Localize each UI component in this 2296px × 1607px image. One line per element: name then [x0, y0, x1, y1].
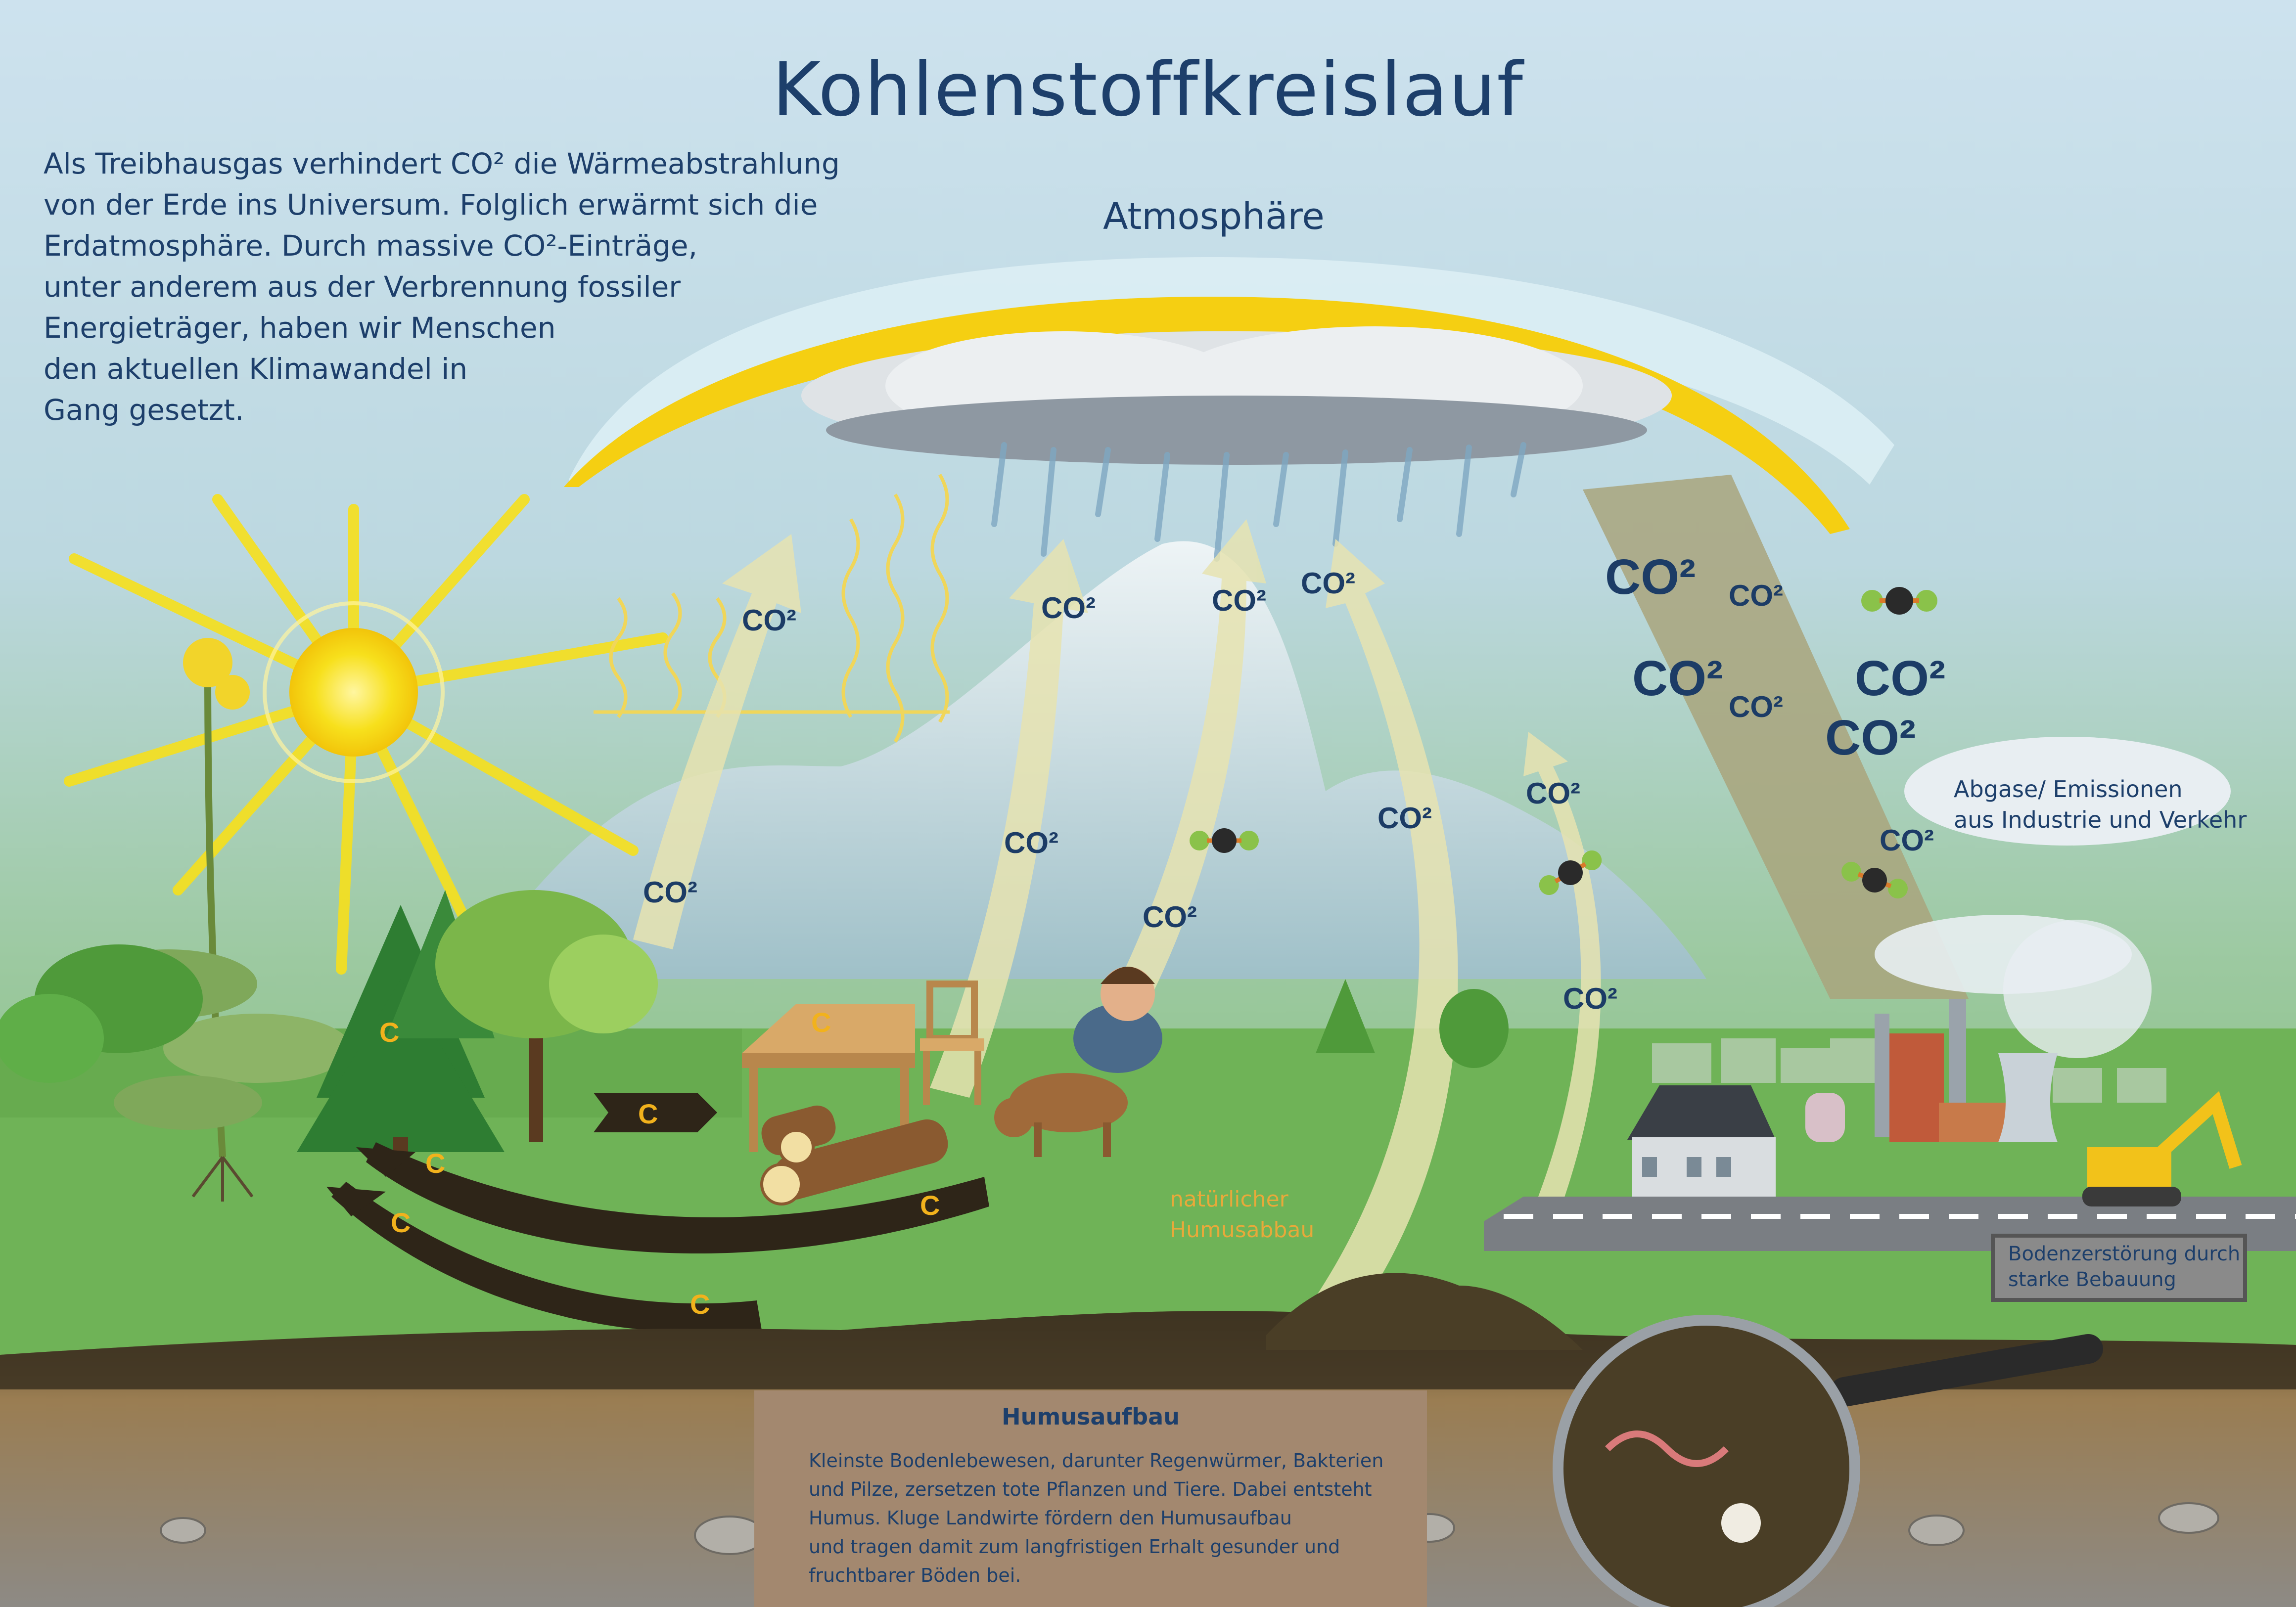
intro-line: von der Erde ins Universum. Folglich erw… — [44, 188, 818, 222]
table-and-chair — [742, 981, 984, 1152]
carbon-badge: C — [425, 1148, 446, 1179]
humus-buildup-panel — [754, 1390, 1427, 1607]
rain-cloud — [801, 326, 1672, 562]
bush — [0, 994, 104, 1083]
co2-label: CO² — [1212, 584, 1266, 617]
intro-line: Energieträger, haben wir Menschen — [44, 311, 556, 345]
co2-label-large: CO² — [1605, 549, 1696, 605]
co2-label: CO² — [1143, 900, 1197, 934]
co2-label: CO² — [1004, 826, 1058, 859]
page-title: Kohlenstoffkreislauf — [772, 47, 1524, 133]
emissions-line: aus Industrie und Verkehr — [1954, 806, 2247, 833]
co2-label: CO² — [1378, 802, 1432, 835]
humus-breakdown-line: natürlicher — [1170, 1187, 1288, 1212]
carbon-arrows — [326, 1093, 989, 1333]
intro-line: unter anderem aus der Verbrennung fossil… — [44, 270, 681, 304]
deciduous-tree — [435, 890, 658, 1142]
soil-destruction-line: Bodenzerstörung durch — [2008, 1243, 2241, 1265]
distant-tree — [1439, 989, 1509, 1068]
soil-destruction-label: Bodenzerstörung durch starke Bebauung — [2008, 1241, 2240, 1293]
carbon-badge: C — [811, 1007, 831, 1038]
intro-text: Als Treibhausgas verhindert CO² die Wärm… — [44, 143, 840, 431]
co2-label: CO² — [643, 876, 697, 909]
emissions-line: Abgase/ Emissionen — [1954, 776, 2183, 803]
humus-buildup-title: Humusaufbau — [1002, 1403, 1180, 1430]
co2-label: CO² — [1729, 690, 1783, 723]
carbon-badge: C — [638, 1098, 658, 1129]
co2-label: CO² — [1880, 824, 1934, 857]
compost-mound — [1266, 1273, 1583, 1350]
wood-logs — [760, 1105, 948, 1205]
co2-label: CO² — [1526, 777, 1580, 810]
humus-breakdown-line: Humusabbau — [1170, 1217, 1315, 1243]
co2-label: CO² — [1729, 579, 1783, 612]
co2-flow-arrows — [633, 519, 1601, 1330]
intro-line: Erdatmosphäre. Durch massive CO²-Einträg… — [44, 229, 698, 263]
carbon-badge: C — [920, 1190, 940, 1221]
emissions-label: Abgase/ Emissionen aus Industrie und Ver… — [1954, 774, 2247, 835]
house — [1627, 1085, 1776, 1197]
stones — [160, 1502, 2219, 1555]
cow — [994, 1073, 1128, 1157]
atmosphere-band — [569, 257, 1894, 485]
co2-label: CO² — [1563, 982, 1617, 1015]
carbon-badge: C — [690, 1289, 710, 1320]
co2-label-large: CO² — [1855, 651, 1946, 706]
factory — [1805, 999, 2058, 1142]
humus-buildup-line: und Pilze, zersetzen tote Pflanzen und T… — [809, 1478, 1372, 1500]
carbon-badge: C — [379, 1017, 400, 1048]
co2-label: CO² — [1041, 591, 1096, 625]
carbon-badge: C — [391, 1207, 411, 1238]
soil-destruction-line: starke Bebauung — [2008, 1268, 2176, 1291]
heat-waves — [594, 474, 950, 743]
intro-line: Als Treibhausgas verhindert CO² die Wärm… — [44, 147, 840, 180]
intro-line: Gang gesetzt. — [44, 393, 244, 427]
humus-buildup-line: Humus. Kluge Landwirte fördern den Humus… — [809, 1507, 1292, 1529]
humus-buildup-line: und tragen damit zum langfristigen Erhal… — [809, 1536, 1340, 1558]
intro-line: den aktuellen Klimawandel in — [44, 352, 468, 386]
atmosphere-label: Atmosphäre — [1103, 195, 1325, 238]
mountain — [495, 541, 1706, 979]
humus-breakdown-label: natürlicher Humusabbau — [1170, 1184, 1314, 1246]
co2-molecules — [1190, 587, 1937, 899]
magnifying-glass — [1553, 1315, 2103, 1607]
humus-buildup-text: Kleinste Bodenlebewesen, darunter Regenw… — [809, 1446, 1383, 1590]
humus-buildup-line: fruchtbarer Böden bei. — [809, 1564, 1021, 1586]
distant-tree — [1316, 979, 1375, 1053]
person-eating — [1073, 967, 1162, 1073]
co2-label: CO² — [742, 604, 796, 637]
emission-flow — [1583, 475, 1969, 999]
humus-buildup-line: Kleinste Bodenlebewesen, darunter Regenw… — [809, 1450, 1384, 1472]
soil-destruction-box — [1991, 1234, 2247, 1302]
co2-label-large: CO² — [1825, 710, 1916, 765]
co2-label-large: CO² — [1632, 651, 1723, 706]
smoke-cloud — [1875, 737, 2231, 1058]
co2-label: CO² — [1301, 567, 1355, 600]
excavator — [2082, 1091, 2242, 1206]
